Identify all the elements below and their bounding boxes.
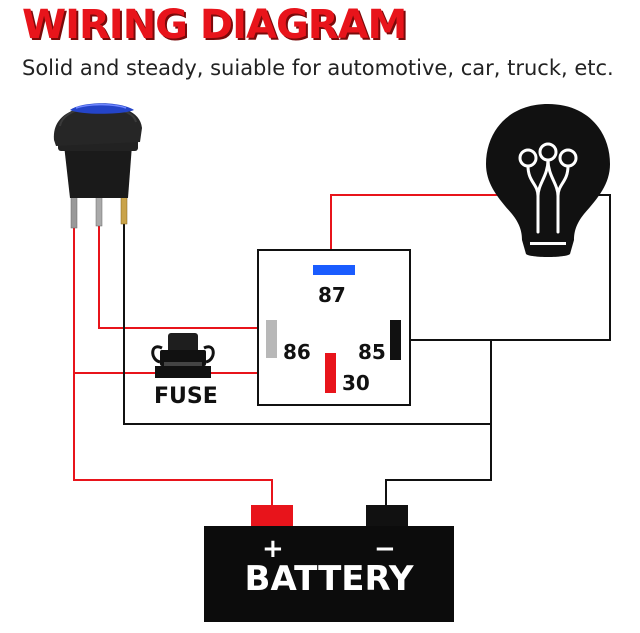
relay-label-86: 86 (283, 340, 311, 364)
battery: + − BATTERY (204, 505, 454, 622)
relay: 87 86 85 30 (257, 249, 411, 406)
battery-label: BATTERY (245, 559, 414, 599)
fuse-label: FUSE (154, 384, 218, 409)
battery-negative-symbol: − (374, 534, 396, 564)
battery-positive-symbol: + (262, 534, 284, 564)
light-bulb-icon (486, 104, 610, 257)
page-subtitle: Solid and steady, suiable for automotive… (22, 56, 614, 80)
page-title: WIRING DIAGRAM (22, 2, 407, 48)
battery-body (204, 526, 454, 622)
relay-label-85: 85 (358, 340, 386, 364)
relay-pin-86 (266, 320, 277, 358)
relay-pin-87 (313, 265, 355, 275)
relay-label-30: 30 (342, 371, 370, 395)
wire-switch-to-battery-positive (73, 228, 273, 505)
relay-pin-85 (390, 320, 401, 360)
wire-switch-ground (123, 223, 491, 425)
wire-relay-87-to-bulb (330, 194, 508, 265)
battery-positive-terminal (251, 505, 293, 527)
wire-ground-to-battery-negative (385, 340, 492, 505)
relay-label-87: 87 (318, 283, 346, 307)
wire-switch-to-relay-86 (98, 225, 265, 329)
battery-negative-terminal (366, 505, 408, 527)
rocker-switch-icon (53, 103, 142, 229)
fuse-icon (151, 333, 215, 378)
relay-pin-30 (325, 353, 336, 393)
